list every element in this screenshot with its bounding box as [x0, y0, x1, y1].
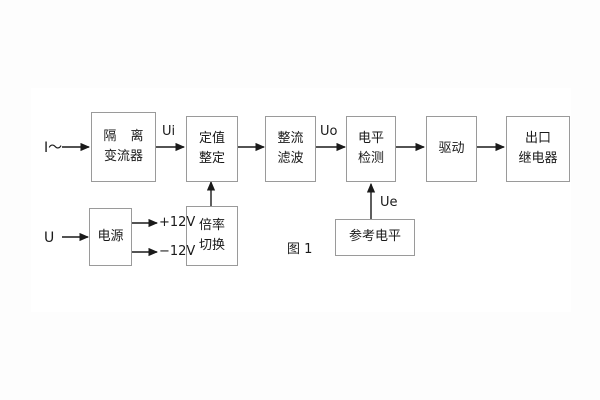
block-multiplier-switch-line2: 切换: [198, 238, 225, 253]
label-minus-12v: −12V: [159, 244, 196, 259]
block-isolation-ct-line1: 隔 离: [103, 128, 149, 144]
block-rectify-filter-line1: 整流: [277, 130, 304, 146]
label-ui: Ui: [162, 124, 176, 139]
block-output-relay-line1: 出口: [524, 130, 551, 146]
block-setting-line1: 定值: [198, 130, 225, 146]
block-multiplier-switch-line1: 倍率: [198, 217, 225, 233]
block-multiplier-switch[interactable]: 倍率 切换: [186, 206, 238, 266]
block-setting-line2: 整定: [198, 151, 225, 166]
block-level-detect-line2: 检测: [357, 151, 384, 166]
block-level-detect[interactable]: 电平 检测: [346, 116, 396, 182]
label-current-input: I～: [44, 140, 63, 156]
block-driver[interactable]: 驱动: [426, 116, 477, 182]
block-reference-level-line1: 参考电平: [348, 229, 401, 245]
label-voltage-input: U: [44, 230, 55, 246]
block-reference-level[interactable]: 参考电平: [335, 219, 415, 256]
label-plus-12v: +12V: [159, 215, 196, 230]
block-setting[interactable]: 定值 整定: [186, 116, 238, 182]
block-power-supply[interactable]: 电源: [89, 208, 132, 266]
block-isolation-ct[interactable]: 隔 离 变流器: [91, 112, 156, 182]
block-rectify-filter[interactable]: 整流 滤波: [265, 116, 316, 182]
block-isolation-ct-line2: 变流器: [103, 149, 143, 164]
block-driver-line1: 驱动: [438, 140, 465, 156]
block-output-relay[interactable]: 出口 继电器: [506, 116, 570, 182]
block-output-relay-line2: 继电器: [518, 151, 558, 166]
block-level-detect-line1: 电平: [357, 130, 384, 146]
figure-caption: 图 1: [287, 242, 313, 257]
label-uo: Uo: [320, 124, 338, 139]
block-power-supply-line1: 电源: [97, 228, 124, 244]
label-ue: Ue: [380, 195, 398, 210]
block-rectify-filter-line2: 滤波: [277, 151, 304, 166]
